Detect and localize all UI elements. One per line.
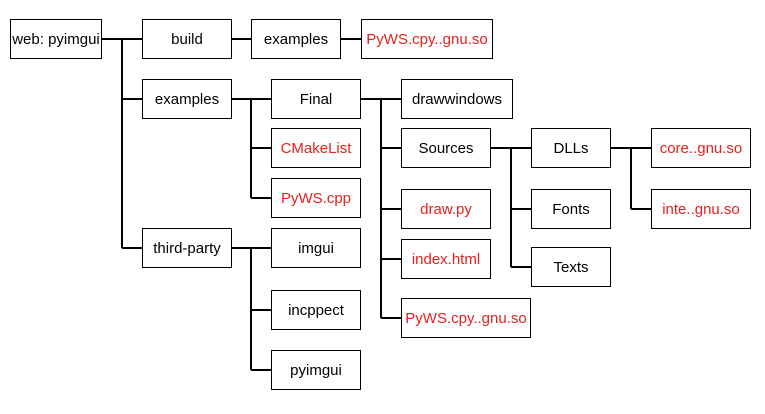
folder-build-examples[interactable]: examples xyxy=(251,19,341,59)
folder-examples[interactable]: examples xyxy=(142,79,232,119)
file-build-pyws-so[interactable]: PyWS.cpy..gnu.so xyxy=(361,19,493,59)
folder-pyimgui[interactable]: pyimgui xyxy=(271,350,361,390)
folder-incppect[interactable]: incppect xyxy=(271,290,361,330)
file-draw-py[interactable]: draw.py xyxy=(401,189,491,229)
folder-fonts[interactable]: Fonts xyxy=(531,189,611,229)
file-core-so[interactable]: core..gnu.so xyxy=(651,128,751,168)
file-index-html[interactable]: index.html xyxy=(401,239,491,279)
folder-dlls[interactable]: DLLs xyxy=(531,128,611,168)
folder-third-party[interactable]: third-party xyxy=(142,228,232,268)
folder-web-pyimgui[interactable]: web: pyimgui xyxy=(10,19,102,59)
folder-sources[interactable]: Sources xyxy=(401,128,491,168)
folder-texts[interactable]: Texts xyxy=(531,247,611,287)
folder-build[interactable]: build xyxy=(142,19,232,59)
folder-drawwindows[interactable]: drawwindows xyxy=(401,79,513,119)
file-final-pyws-so[interactable]: PyWS.cpy..gnu.so xyxy=(401,298,531,338)
folder-imgui[interactable]: imgui xyxy=(271,228,361,268)
folder-final[interactable]: Final xyxy=(271,79,361,119)
file-inte-so[interactable]: inte..gnu.so xyxy=(651,189,751,229)
file-cmakelist[interactable]: CMakeList xyxy=(271,128,361,168)
file-pyws-cpp[interactable]: PyWS.cpp xyxy=(271,178,361,218)
